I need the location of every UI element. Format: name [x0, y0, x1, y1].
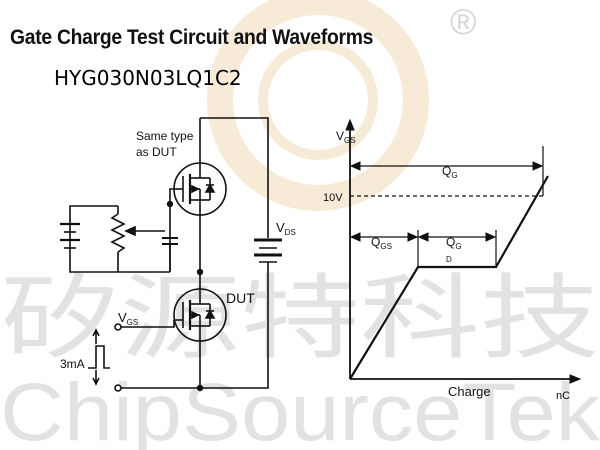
label-y-axis-vgs: VGS [336, 129, 356, 145]
potentiometer [110, 213, 126, 253]
qgd-arrow-right [485, 232, 497, 242]
registered-mark: ® [450, 1, 477, 42]
node-bottom-junction [196, 384, 204, 392]
label-same-type: Same type [136, 129, 194, 143]
terminal-vgs [114, 323, 122, 331]
qg-arrow-left [349, 161, 361, 171]
pulse-symbol [88, 345, 110, 369]
wire-bottom-right [200, 262, 269, 389]
label-qg: QG [442, 164, 458, 180]
x-axis-arrow [569, 374, 582, 384]
page-title: Gate Charge Test Circuit and Waveforms [10, 26, 374, 49]
label-as-dut: as DUT [136, 145, 177, 159]
node-drain-junction [196, 268, 204, 276]
label-vds: VDS [276, 220, 296, 237]
wire-dut-gate [121, 320, 175, 328]
label-10v: 10V [323, 192, 343, 204]
label-nc: nC [556, 390, 570, 402]
pulse-arrow-down [92, 370, 100, 386]
battery-left [60, 222, 80, 249]
watermark-logo-inner [258, 40, 378, 160]
watermark-latin: ChipSourceTek [0, 367, 600, 450]
mosfet-upper [173, 162, 227, 216]
circuit-labels: Same type as DUT DUT VDS VGS 3mA [60, 129, 296, 371]
label-dut: DUT [226, 290, 255, 306]
node-upper-gate [166, 200, 174, 208]
label-qgd-sub-d: D [446, 255, 452, 264]
label-qgd: QG [446, 235, 462, 251]
y-axis-arrow [345, 118, 355, 131]
battery-vds [254, 238, 282, 263]
label-qgs: QGS [371, 235, 392, 251]
test-circuit [60, 117, 282, 392]
capacitor [162, 237, 178, 272]
qgs-arrow-right [407, 232, 419, 242]
terminal-bottom [114, 384, 122, 392]
wiper-arrow [124, 225, 136, 237]
watermark-chinese: 矽源特科技 [0, 268, 600, 370]
waveform-labels: VGS 10V QG QGS QG D Charge nC [323, 129, 570, 402]
watermark-logo-ring [207, 0, 429, 211]
pulse-arrow-up [92, 328, 100, 344]
part-number: HYG030N03LQ1C2 [54, 66, 242, 90]
wire-top-rail [200, 117, 269, 238]
gate-charge-waveform [345, 118, 582, 384]
qg-arrow-right [532, 161, 544, 171]
wire-left-loop [69, 205, 170, 273]
mosfet-dut [173, 288, 227, 342]
vgs-curve [349, 175, 549, 380]
qgd-arrow-left [417, 232, 429, 242]
label-charge: Charge [448, 384, 491, 399]
qgs-arrow-left [349, 232, 361, 242]
label-3ma: 3mA [60, 357, 85, 371]
label-vgs: VGS [118, 310, 138, 327]
